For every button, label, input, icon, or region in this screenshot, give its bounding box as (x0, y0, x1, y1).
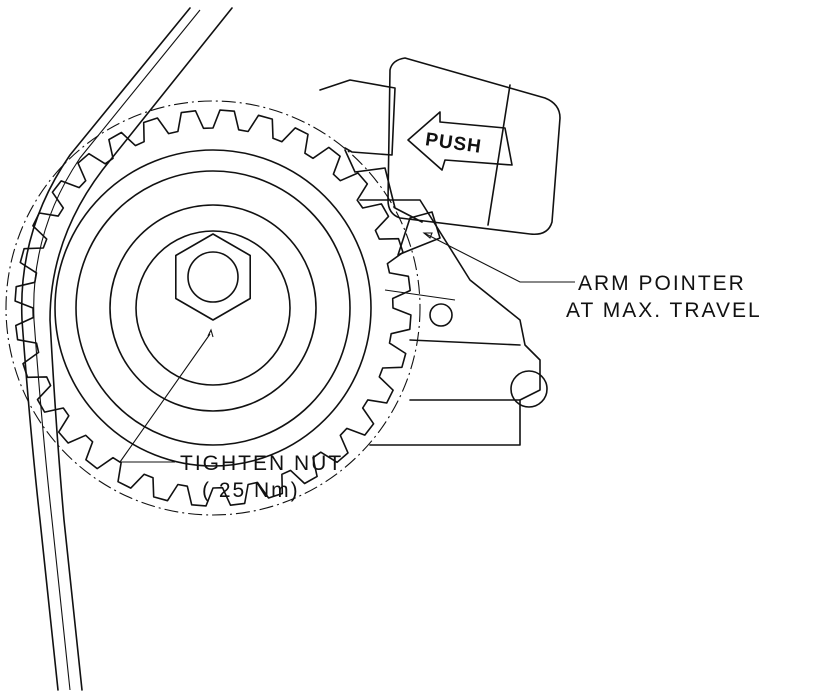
arm-pointer-line1: ARM POINTER (578, 272, 746, 295)
tighten-nut-leader (118, 333, 211, 463)
arm-pointer-arrow (422, 232, 433, 239)
tighten-nut-arrow (207, 328, 214, 338)
sprocket-ring (75, 170, 351, 446)
hex-nut (175, 233, 251, 321)
arm-pointer-line2: AT MAX. TRAVEL (566, 299, 762, 322)
sprocket-pitch-circle (5, 100, 421, 516)
timing-belt (20, 7, 233, 691)
tensioner-sprocket (5, 100, 421, 516)
tighten-nut-line2: ( 25 Nm) (202, 479, 300, 502)
sprocket-teeth (14, 109, 412, 507)
push-lever: PUSH (319, 57, 561, 236)
arm-pointer-leader (423, 232, 575, 283)
nut-bore (187, 251, 239, 303)
push-label: PUSH (424, 129, 483, 158)
sprocket-ring-outer (54, 149, 372, 467)
arm-pin (510, 370, 548, 408)
sprocket-hub (135, 230, 291, 386)
leader-lines (118, 232, 575, 463)
callout-tighten-nut: TIGHTEN NUT ( 25 Nm) (180, 452, 343, 502)
callout-arm-pointer: ARM POINTER AT MAX. TRAVEL (566, 272, 762, 322)
arm-pivot-hole (429, 303, 453, 327)
sprocket-hub-outer (109, 204, 317, 412)
tighten-nut-line1: TIGHTEN NUT (180, 452, 343, 475)
tensioner-arm (359, 199, 548, 446)
